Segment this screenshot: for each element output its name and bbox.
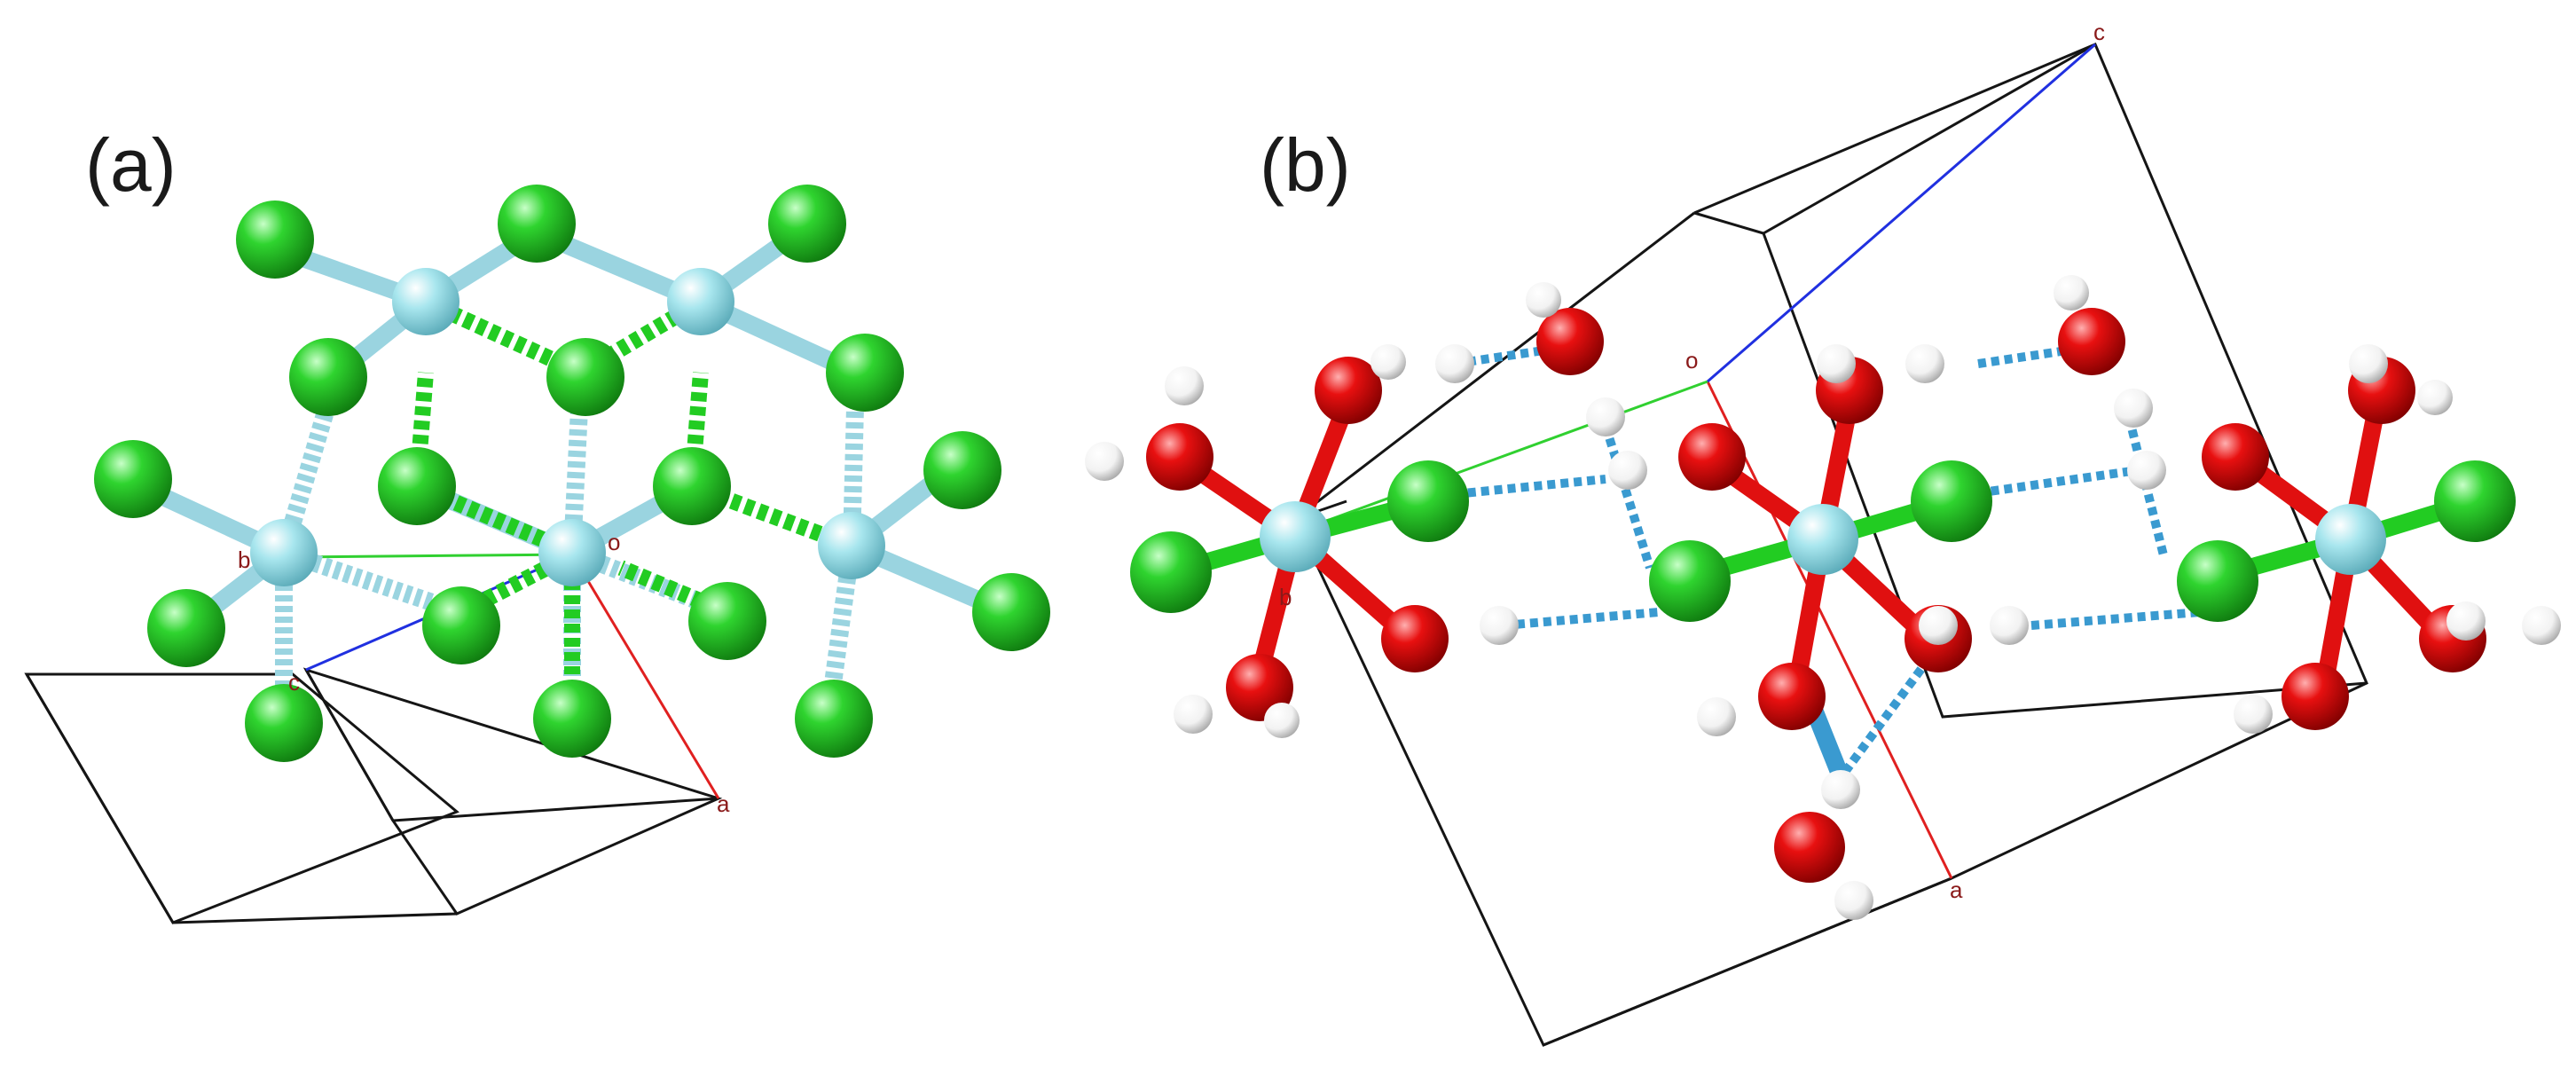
metal-atom bbox=[250, 519, 318, 586]
cl-atom bbox=[2434, 460, 2516, 542]
axis-a-line bbox=[570, 554, 720, 799]
h-atom bbox=[1435, 344, 1474, 383]
cl-atom bbox=[2177, 540, 2258, 622]
o-atom bbox=[1774, 812, 1845, 883]
metal-atom bbox=[667, 268, 734, 335]
cl-atom bbox=[923, 431, 1001, 509]
h-atom bbox=[1085, 442, 1124, 481]
h-atom bbox=[1165, 366, 1204, 405]
cl-atom bbox=[768, 185, 846, 263]
axis-label-a-a: a bbox=[717, 790, 730, 817]
cl-atom bbox=[236, 200, 314, 279]
h-atom bbox=[1821, 770, 1860, 809]
h-atom bbox=[2522, 606, 2561, 645]
axis-label-c-b: c bbox=[2093, 19, 2105, 45]
cl-atom bbox=[498, 185, 576, 263]
metal-atom bbox=[1787, 504, 1858, 575]
axis-label-o-b: o bbox=[1685, 347, 1698, 373]
cl-atom bbox=[422, 586, 500, 664]
o-atom bbox=[2281, 663, 2349, 730]
cl-atom bbox=[972, 573, 1050, 651]
h-atom bbox=[1697, 697, 1736, 736]
h-atom bbox=[1905, 344, 1944, 383]
h-atom bbox=[2114, 389, 2153, 428]
cl-atom bbox=[147, 589, 225, 667]
h-atom bbox=[2446, 601, 2486, 641]
h-atom bbox=[2417, 380, 2453, 415]
h-atom bbox=[1919, 606, 1958, 645]
metal-atom bbox=[2315, 504, 2386, 575]
h-atom bbox=[1586, 397, 1625, 436]
h-atom bbox=[1817, 344, 1856, 383]
metal-atom bbox=[1260, 501, 1331, 572]
axis-a-line bbox=[1706, 381, 1953, 879]
panel-b: o a b c bbox=[1085, 19, 2561, 1047]
axis-label-o-a: o bbox=[608, 529, 620, 555]
cl-atom bbox=[1649, 540, 1731, 622]
cl-atom bbox=[94, 440, 172, 518]
unit-cell-a bbox=[24, 667, 723, 924]
h-atom bbox=[1264, 703, 1300, 738]
h-atom bbox=[1834, 881, 1873, 920]
axis-b-line bbox=[287, 553, 573, 559]
o-atom bbox=[2058, 308, 2125, 375]
h-atom bbox=[1370, 344, 1406, 380]
metal-atom bbox=[538, 519, 606, 586]
axis-b-line bbox=[1294, 380, 1708, 534]
o-atom bbox=[1381, 605, 1449, 672]
panel-label-a: (a) bbox=[85, 123, 177, 207]
h-atom bbox=[2349, 344, 2388, 383]
metal-atom bbox=[818, 512, 885, 579]
axis-label-c-a: c bbox=[288, 669, 300, 696]
panel-a: o a b c bbox=[24, 185, 1050, 924]
cl-atom bbox=[378, 447, 456, 525]
h-atom bbox=[1480, 606, 1519, 645]
o-atom bbox=[1758, 663, 1826, 730]
h-atom bbox=[1608, 451, 1647, 490]
panel-label-b: (b) bbox=[1260, 123, 1351, 207]
cl-atom bbox=[546, 338, 624, 416]
axis-c-line bbox=[1707, 43, 2096, 383]
axis-label-a-b: a bbox=[1950, 877, 1963, 903]
h-atom bbox=[1990, 606, 2029, 645]
cl-atom bbox=[826, 334, 904, 412]
h-atom bbox=[2054, 275, 2089, 311]
h-atom bbox=[1174, 695, 1213, 734]
cl-atom bbox=[795, 680, 873, 758]
o-atom bbox=[1536, 308, 1604, 375]
o-atom bbox=[1678, 423, 1746, 491]
cl-atom bbox=[688, 582, 766, 660]
cl-atom bbox=[289, 338, 367, 416]
metal-atom bbox=[392, 268, 459, 335]
o-atom bbox=[2202, 423, 2269, 491]
cl-atom bbox=[1911, 460, 1992, 542]
h-atom bbox=[2234, 695, 2273, 734]
cl-atom bbox=[653, 447, 731, 525]
cl-atom bbox=[533, 680, 611, 758]
cl-atom bbox=[1387, 460, 1469, 542]
h-atom bbox=[2127, 451, 2166, 490]
axis-label-b-a: b bbox=[238, 546, 250, 573]
cl-atom bbox=[245, 684, 323, 762]
h-atom bbox=[1526, 282, 1561, 318]
axis-label-b-b: b bbox=[1279, 584, 1292, 610]
o-atom bbox=[1146, 423, 1213, 491]
o-atom bbox=[1315, 357, 1382, 424]
cl-atom bbox=[1130, 531, 1212, 613]
